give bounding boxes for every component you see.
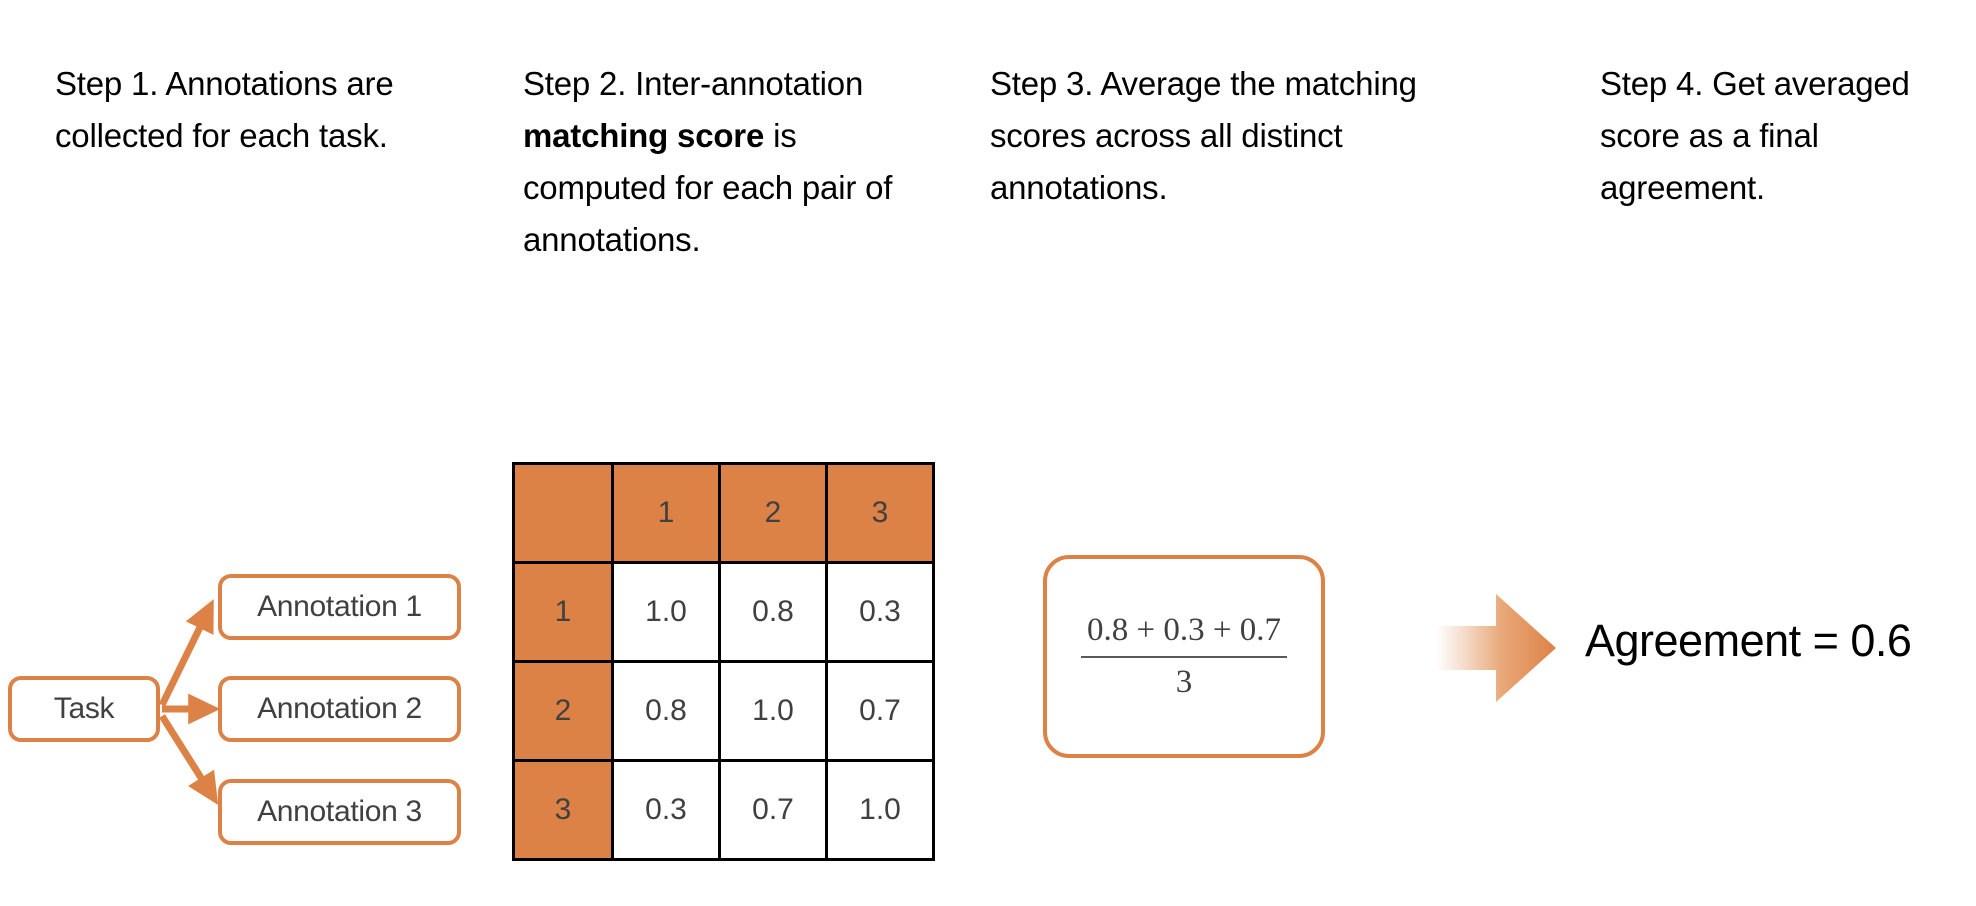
matrix-cell-1-2: 0.8 [718, 561, 828, 663]
matrix-row-header-2: 2 [512, 660, 614, 762]
agreement-result-label: Agreement = 0.6 [1585, 615, 1912, 666]
matrix-row: 3 0.3 0.7 1.0 [512, 759, 935, 861]
matrix-col-header-1: 1 [611, 462, 721, 564]
step-1-heading: Step 1. Annotations are collected for ea… [55, 65, 394, 154]
step-3-heading: Step 3. Average the matching scores acro… [990, 65, 1417, 206]
matrix-col-header-3: 3 [825, 462, 935, 564]
annotation-box-3[interactable]: Annotation 3 [218, 779, 461, 845]
arrow-task-to-annotation-1 [158, 599, 214, 707]
step-2-suffix: is computed for each pair of annotations… [523, 117, 893, 258]
matrix-cell-3-1: 0.3 [611, 759, 721, 861]
matrix-cell-1-1: 1.0 [611, 561, 721, 663]
matrix-cell-2-3: 0.7 [825, 660, 935, 762]
step-2-prefix: Step 2. Inter-annotation [523, 65, 864, 102]
annotation-box-1[interactable]: Annotation 1 [218, 574, 461, 640]
step-4-heading: Step 4. Get averaged score as a final ag… [1600, 65, 1910, 206]
average-formula-box: 0.8 + 0.3 + 0.7 3 [1043, 555, 1325, 758]
matrix-row-header-3: 3 [512, 759, 614, 861]
matrix-cell-3-3: 1.0 [825, 759, 935, 861]
matrix-corner-cell [512, 462, 614, 564]
matrix-cell-2-1: 0.8 [611, 660, 721, 762]
matching-score-matrix: 1 2 3 1 1.0 0.8 0.3 2 0.8 1.0 0.7 3 0.3 … [512, 462, 935, 861]
step-2-emphasis: matching score [523, 117, 765, 154]
matrix-cell-2-2: 1.0 [718, 660, 828, 762]
matrix-row: 1 1.0 0.8 0.3 [512, 561, 935, 663]
task-to-annotation-arrows [158, 599, 221, 806]
annotation-box-2[interactable]: Annotation 2 [218, 676, 461, 742]
matrix-cell-3-2: 0.7 [718, 759, 828, 861]
arrow-task-to-annotation-3 [159, 714, 219, 806]
fraction-denominator: 3 [1175, 663, 1193, 700]
matrix-row-header-1: 1 [512, 561, 614, 663]
matrix-cell-1-3: 0.3 [825, 561, 935, 663]
average-fraction: 0.8 + 0.3 + 0.7 3 [1081, 610, 1287, 703]
fraction-numerator: 0.8 + 0.3 + 0.7 [1081, 610, 1287, 658]
right-block-arrow-icon [1436, 594, 1556, 702]
task-box[interactable]: Task [8, 676, 160, 742]
step-2-heading: Step 2. Inter-annotation matching score … [523, 58, 943, 266]
matrix-row: 2 0.8 1.0 0.7 [512, 660, 935, 762]
matrix-header-row: 1 2 3 [512, 462, 935, 564]
matrix-col-header-2: 2 [718, 462, 828, 564]
